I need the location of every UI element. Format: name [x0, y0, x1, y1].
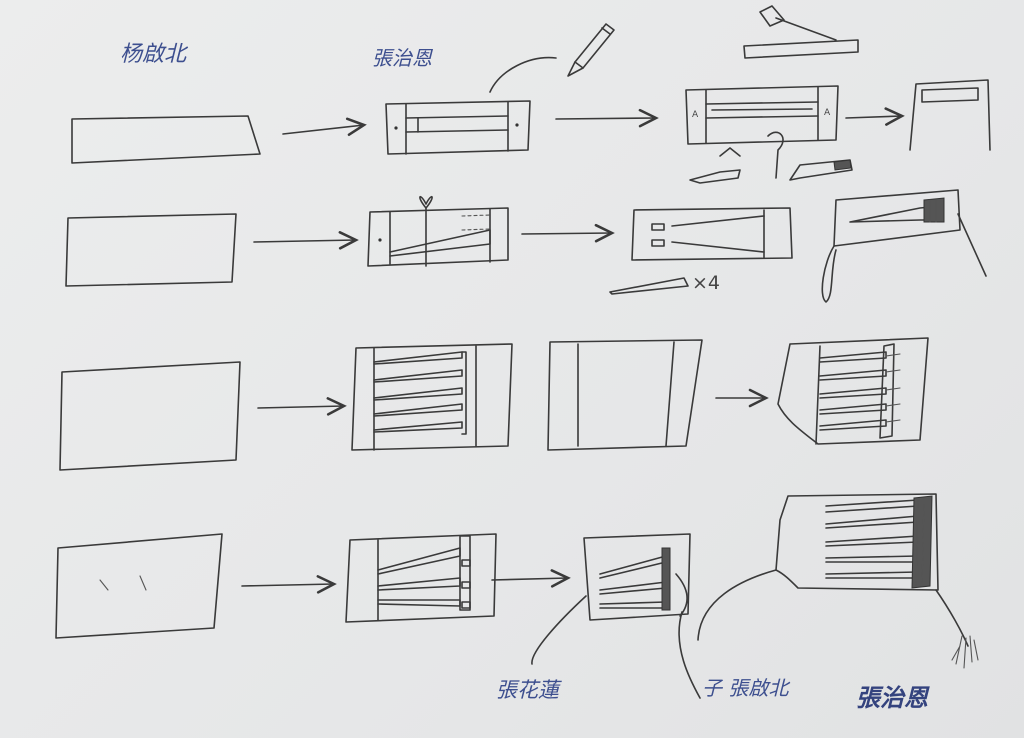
- utility-knife-icon: [789, 159, 853, 181]
- quantity-annotation: ×4: [692, 272, 721, 294]
- row2-arrow-2: [521, 223, 615, 243]
- row2-plank-with-wedge: [367, 196, 509, 267]
- row2-slotted-plank: [631, 207, 793, 261]
- row3-panel: [547, 339, 703, 451]
- author-name-top-left: 杨啟北: [120, 42, 187, 67]
- row4-arrow-1: [241, 575, 337, 594]
- row3-blank-plank: [59, 361, 241, 471]
- row1-arrow-2: [555, 108, 659, 128]
- row2-hanging-result: [821, 189, 987, 303]
- row-4: [55, 493, 979, 699]
- svg-text:A: A: [824, 108, 831, 118]
- row3-tined-plank: [351, 343, 513, 451]
- row2-arrow-1: [253, 231, 359, 250]
- row3-arrow-1: [257, 397, 347, 416]
- svg-text:A: A: [692, 110, 699, 120]
- author-name-bottom-2: 子 張啟北: [702, 676, 789, 700]
- row1-marked-plank: [385, 100, 531, 155]
- row2-blank-plank: [65, 213, 237, 287]
- row4-small-assembly: [583, 533, 691, 621]
- row-2: [65, 189, 987, 303]
- row1-arrow-3: [845, 107, 905, 126]
- row4-blank-plank: [55, 533, 223, 639]
- row1-arrow-1: [282, 117, 367, 136]
- pencil-tool-icon: [489, 23, 615, 93]
- hammer-icon: [743, 5, 859, 59]
- wedge-strip-icon: [609, 277, 689, 295]
- author-name-bottom-3: 張治恩: [856, 683, 928, 712]
- chisel-icon: [689, 131, 784, 184]
- leader-line-1: [531, 595, 587, 665]
- row1-bent-result: [909, 79, 991, 151]
- row3-kalimba: [777, 337, 929, 445]
- row4-arrow-2: [491, 569, 571, 588]
- row1-blank-plank: [71, 115, 261, 164]
- row4-bridged-plank: [345, 533, 497, 623]
- row1-cut-plank: A A: [685, 85, 839, 145]
- row-1: A A: [71, 5, 991, 184]
- author-name-bottom-1: 張花蓮: [496, 678, 559, 702]
- row4-final-kalimba: [697, 493, 979, 669]
- leader-line-2: [678, 611, 701, 699]
- row-3: [59, 337, 929, 471]
- author-name-top-middle: 張治恩: [372, 46, 432, 70]
